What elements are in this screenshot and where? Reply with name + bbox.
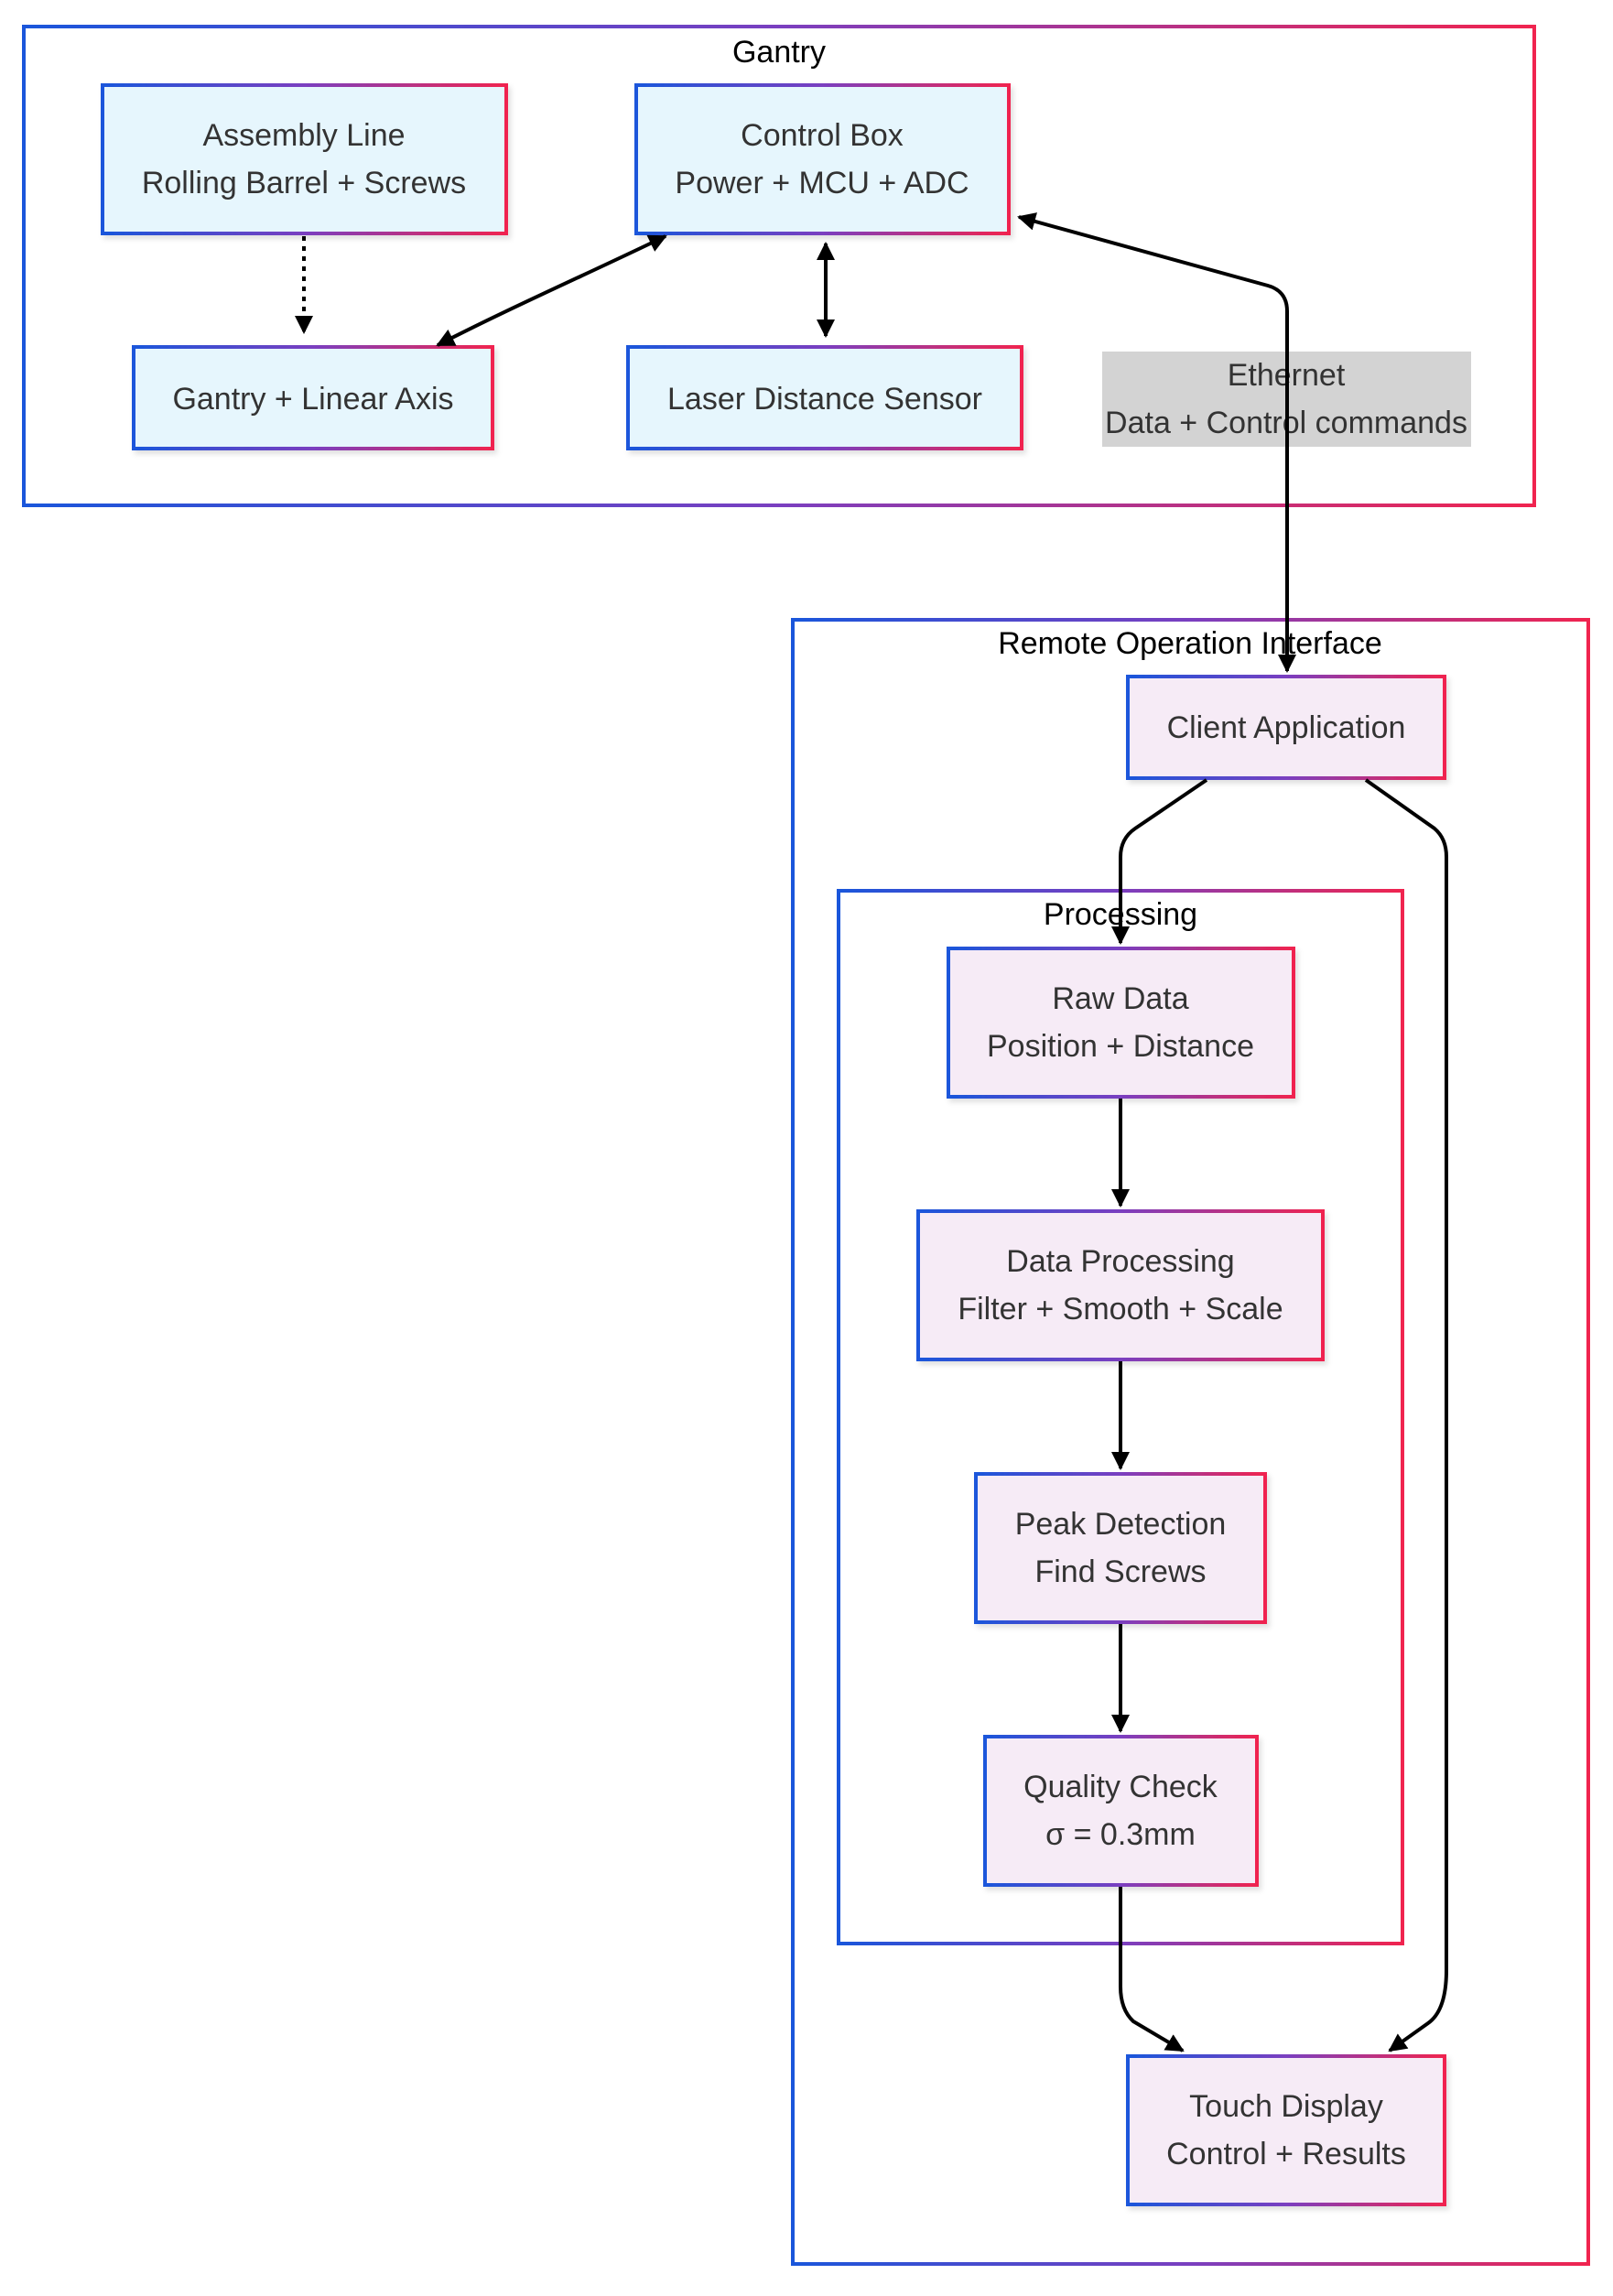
edge-client-touchdisplay: [1364, 778, 1448, 2052]
node-quality-check: Quality Check σ = 0.3mm: [983, 1735, 1259, 1887]
node-quality-check-subtitle: σ = 0.3mm: [1045, 1817, 1196, 1852]
node-raw-data-subtitle: Position + Distance: [987, 1029, 1254, 1064]
node-data-processing-subtitle: Filter + Smooth + Scale: [958, 1292, 1283, 1327]
node-control-box: Control Box Power + MCU + ADC: [634, 83, 1011, 235]
node-data-processing: Data Processing Filter + Smooth + Scale: [916, 1209, 1325, 1361]
node-peak-detection: Peak Detection Find Screws: [974, 1472, 1267, 1624]
node-touch-display: Touch Display Control + Results: [1126, 2054, 1446, 2206]
node-gantry-axis: Gantry + Linear Axis: [132, 345, 494, 450]
node-assembly-line-title: Assembly Line: [202, 118, 405, 153]
remote-cluster-title: Remote Operation Interface: [998, 626, 1382, 661]
gantry-cluster-title: Gantry: [732, 35, 826, 70]
node-laser-sensor: Laser Distance Sensor: [626, 345, 1023, 450]
node-assembly-line-subtitle: Rolling Barrel + Screws: [142, 166, 466, 200]
node-quality-check-title: Quality Check: [1023, 1770, 1218, 1804]
edge-client-rawdata: [1111, 778, 1208, 945]
node-laser-sensor-title: Laser Distance Sensor: [667, 382, 982, 417]
node-control-box-title: Control Box: [741, 118, 904, 153]
node-raw-data-title: Raw Data: [1052, 981, 1188, 1016]
node-control-box-subtitle: Power + MCU + ADC: [675, 166, 969, 200]
node-peak-detection-title: Peak Detection: [1015, 1507, 1227, 1542]
edge-ethernet-controlbox-client: [1017, 212, 1296, 673]
node-data-processing-title: Data Processing: [1006, 1244, 1234, 1279]
edge-quality-touchdisplay: [1119, 1887, 1185, 2052]
remote-cluster: Remote Operation Interface: [791, 618, 1590, 2266]
node-touch-display-title: Touch Display: [1189, 2089, 1383, 2124]
node-gantry-axis-title: Gantry + Linear Axis: [172, 382, 453, 417]
node-assembly-line: Assembly Line Rolling Barrel + Screws: [101, 83, 508, 235]
node-peak-detection-subtitle: Find Screws: [1034, 1554, 1206, 1589]
node-client-application: Client Application: [1126, 675, 1446, 780]
node-raw-data: Raw Data Position + Distance: [947, 947, 1295, 1099]
node-touch-display-subtitle: Control + Results: [1166, 2137, 1406, 2171]
node-client-application-title: Client Application: [1167, 710, 1406, 745]
gantry-cluster: Gantry: [22, 25, 1536, 507]
edge-controlbox-gantry: [436, 234, 667, 347]
